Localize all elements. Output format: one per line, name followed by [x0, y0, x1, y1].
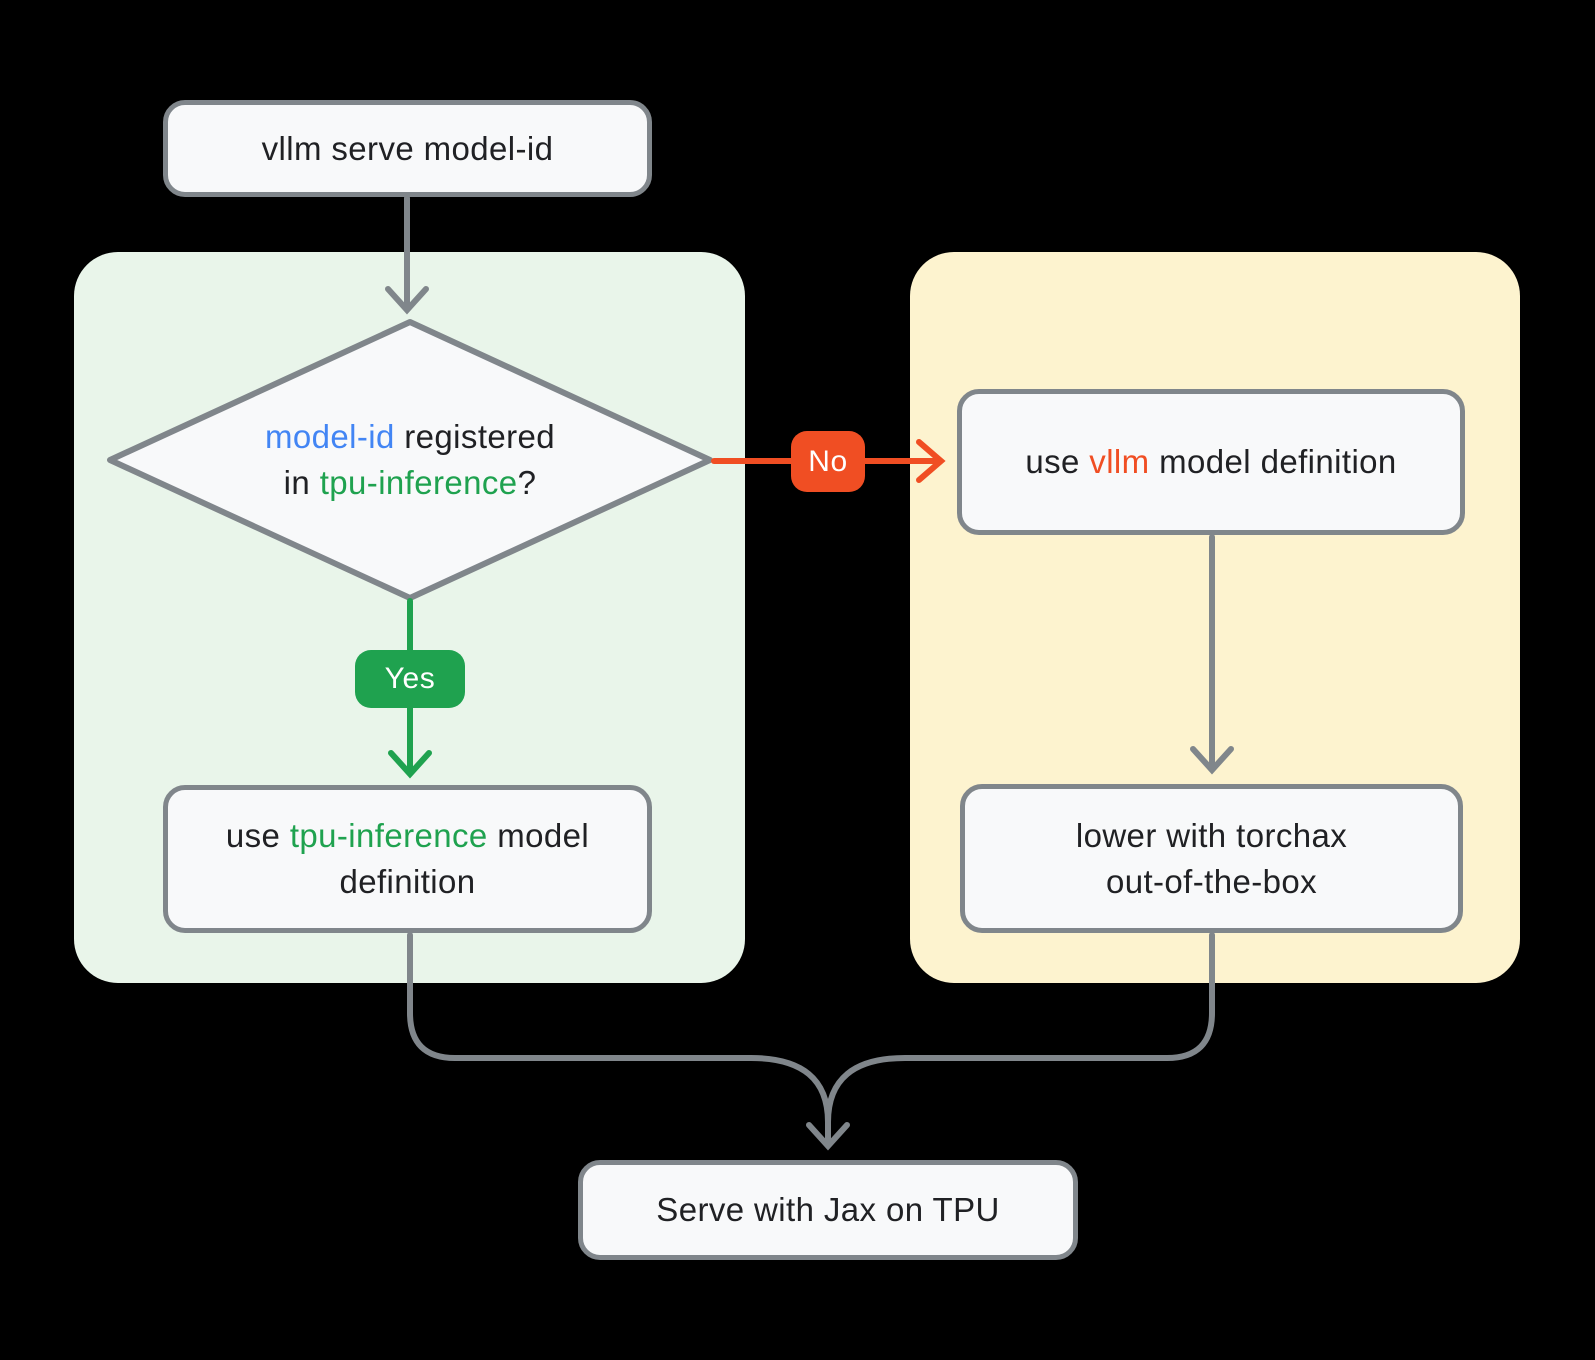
decision-in-text: in — [283, 464, 320, 501]
arrowhead-merge-to-end — [806, 1122, 850, 1151]
start-node: vllm serve model-id — [163, 100, 652, 197]
torchax-node-label: lower with torchax out-of-the-box — [1076, 813, 1347, 904]
tpu-box-pre-text: use — [225, 817, 290, 855]
torchax-node: lower with torchax out-of-the-box — [960, 784, 1463, 933]
vllm-box-pre-text: use — [1025, 443, 1090, 481]
tpu-box-post-text: model definition — [339, 817, 590, 900]
decision-question-mark: ? — [517, 464, 537, 501]
decision-model-id-text: model-id — [264, 417, 395, 455]
decision-line-2: in tpu-inference? — [284, 460, 537, 506]
no-badge: No — [791, 431, 865, 492]
decision-line-1: model-id registered — [265, 414, 555, 460]
arrowhead-no — [916, 439, 946, 483]
connector-merge-right — [825, 932, 1215, 1125]
tpu-box-highlight-text: tpu-inference — [289, 817, 488, 855]
tpu-inference-node: use tpu-inference model definition — [163, 785, 652, 933]
torchax-line-1: lower with torchax — [1075, 816, 1348, 854]
yes-badge: Yes — [355, 650, 465, 708]
torchax-line-2: out-of-the-box — [1105, 862, 1318, 900]
end-node: Serve with Jax on TPU — [578, 1160, 1078, 1260]
decision-tpu-inference-text: tpu-inference — [319, 464, 518, 501]
end-node-label: Serve with Jax on TPU — [656, 1191, 1000, 1229]
vllm-box-post-text: model definition — [1149, 443, 1397, 481]
connector-merge-left — [407, 932, 831, 1125]
tpu-inference-node-label: use tpu-inference model definition — [188, 813, 627, 904]
vllm-definition-node: use vllm model definition — [957, 389, 1465, 535]
vllm-node-label: use vllm model definition — [1025, 439, 1396, 485]
vllm-box-highlight-text: vllm — [1089, 443, 1150, 481]
start-node-label: vllm serve model-id — [261, 129, 554, 167]
arrowhead-start-to-decision — [385, 286, 429, 315]
decision-diamond-shape — [107, 319, 713, 601]
decision-registered-text: registered — [394, 417, 556, 455]
no-badge-label: No — [808, 444, 848, 478]
arrowhead-yes — [388, 750, 432, 779]
yes-badge-label: Yes — [384, 662, 436, 695]
decision-node: model-id registered in tpu-inference? — [170, 393, 650, 527]
arrowhead-vllm-to-torchax — [1190, 746, 1234, 775]
